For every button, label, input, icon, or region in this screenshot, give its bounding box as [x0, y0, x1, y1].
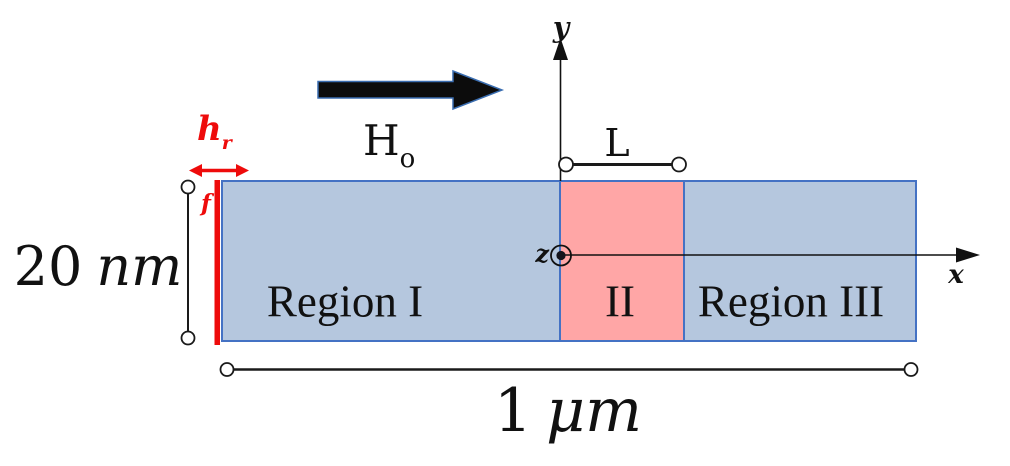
y-axis-label: y — [552, 11, 570, 44]
region2-length-label: L — [604, 121, 630, 165]
thickness-value: 20 — [13, 235, 83, 298]
hr-arrowhead-left-icon — [189, 164, 202, 177]
applied-field-symbol: H — [363, 116, 400, 165]
region2-dimension-endpoint-right — [671, 156, 687, 173]
hr-arrowhead-right-icon — [236, 164, 249, 177]
region-i-label: Region I — [266, 276, 424, 327]
z-axis-label: z — [535, 239, 549, 268]
length-dimension-endpoint-right — [903, 362, 919, 377]
film-edge-label: f — [201, 190, 211, 217]
x-axis-arrowhead-icon — [956, 247, 980, 263]
region-iii-rect — [683, 180, 917, 342]
x-axis-label: x — [948, 260, 964, 290]
length-dimension-endpoint-left — [219, 362, 235, 377]
region-ii-rect — [559, 180, 685, 342]
excitation-film-line — [214, 180, 220, 345]
applied-field-subscript: o — [399, 144, 416, 174]
excitation-field-subscript: r — [221, 132, 232, 154]
applied-field-label: Ho — [363, 120, 415, 173]
excitation-field-label: hr — [197, 109, 232, 153]
thickness-unit: nm — [96, 235, 183, 298]
thickness-dimension-endpoint-top — [180, 179, 196, 195]
thickness-dimension-endpoint-bottom — [180, 330, 196, 346]
y-axis-arrowhead-icon — [553, 38, 568, 60]
region-ii-label: II — [605, 276, 635, 327]
length-value: 1 — [493, 376, 533, 446]
region-iii-label: Region III — [697, 276, 885, 327]
length-unit: μm — [546, 376, 643, 446]
excitation-field-symbol: h — [197, 109, 222, 149]
region-i-rect — [221, 180, 561, 342]
applied-field-arrow-icon — [317, 69, 505, 111]
region2-dimension-endpoint-left — [558, 156, 574, 173]
z-out-of-plane-icon — [550, 244, 572, 267]
z-out-of-plane-dot-icon — [556, 250, 566, 261]
